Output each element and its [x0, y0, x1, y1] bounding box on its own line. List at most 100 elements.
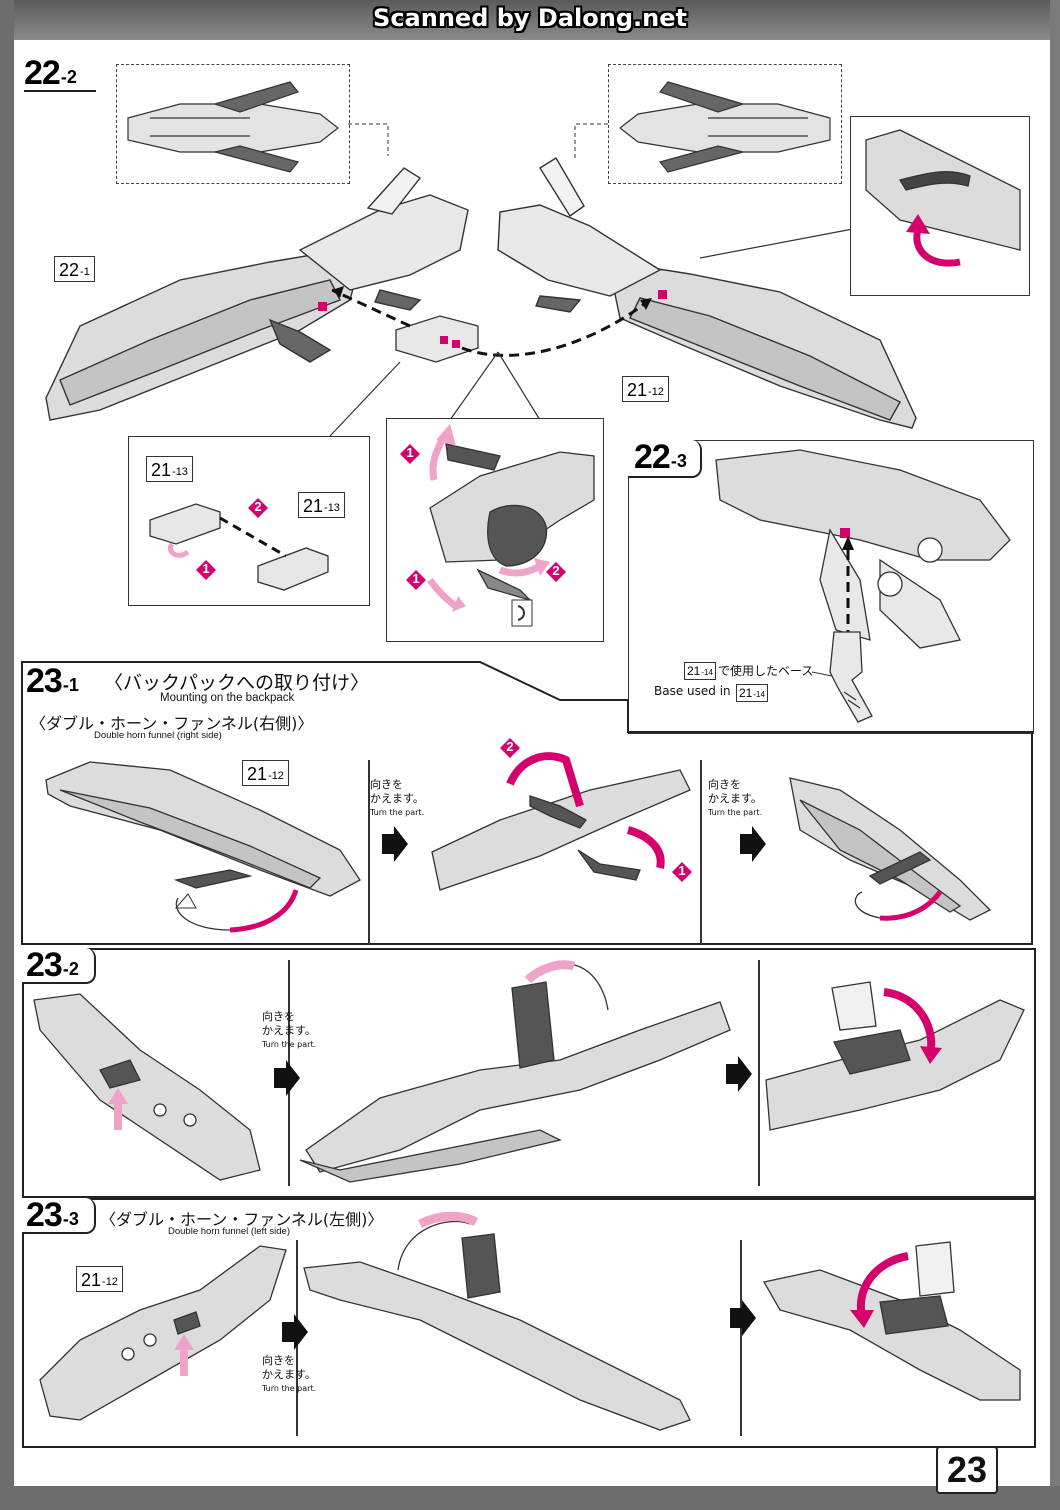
- ref-21-12-top: 21 -12: [622, 376, 669, 402]
- next-arrow-icon: [282, 1314, 308, 1350]
- marker-2-a: 2: [248, 498, 268, 518]
- ref-small: -12: [268, 770, 284, 782]
- step-number: 22: [634, 438, 671, 476]
- next-arrow-icon: [382, 826, 408, 862]
- scan-credit-watermark: Scanned by Dalong.net: [373, 4, 687, 32]
- step-number: 23: [26, 662, 63, 700]
- step-sub: -1: [62, 675, 79, 695]
- right-funnel-title-en: Double horn funnel (right side): [94, 730, 222, 741]
- ref-21-12-bottom: 21 -12: [76, 1266, 123, 1292]
- divider: [758, 960, 760, 1186]
- ref-small: -12: [102, 1276, 118, 1288]
- left-funnel-title-en: Double horn funnel (left side): [168, 1226, 290, 1237]
- turn-en: Turn the part.: [262, 1040, 317, 1049]
- turn-jp2: かえます。: [262, 1368, 316, 1381]
- base-note-jp: で使用したベース: [718, 664, 814, 678]
- scan-border-left: [0, 0, 14, 1510]
- inset-leader-right: [574, 123, 608, 160]
- next-arrow-icon: [730, 1300, 756, 1336]
- peg-mark-right: [658, 290, 667, 299]
- ref-21-13-left: 21 -13: [146, 456, 193, 482]
- next-arrow-icon: [274, 1060, 300, 1096]
- marker-1-a: 1: [196, 560, 216, 580]
- marker-1-b: 1: [400, 444, 420, 464]
- base-note-en: Base used in: [654, 684, 731, 698]
- turn-note-23-2: 向きを かえます。 Turn the part.: [262, 1010, 316, 1052]
- turn-en: Turn the part.: [262, 1384, 317, 1393]
- ref-21-14-b: 21 -14: [736, 684, 768, 702]
- divider: [368, 760, 370, 944]
- ref-big: 21: [739, 686, 753, 700]
- ref-21-14-a: 21 -14: [684, 662, 716, 680]
- step-sub: -3: [670, 451, 687, 471]
- funnel-part-22-1: [45, 167, 469, 421]
- ref-big: 21: [247, 764, 268, 784]
- turn-en: Turn the part.: [708, 808, 763, 817]
- ref-small: -1: [80, 266, 90, 278]
- connector-block: [395, 315, 479, 363]
- turn-jp2: かえます。: [262, 1024, 316, 1037]
- step-23-2-label: 23 -2: [26, 946, 79, 984]
- ref-21-13-right: 21 -13: [298, 492, 345, 518]
- step-number: 23: [26, 1196, 63, 1234]
- step-23-3-tab: [22, 1198, 96, 1234]
- right-funnel-title-jp: 〈ダブル・ホーン・ファンネル(右側)〉: [30, 714, 314, 733]
- divider: [740, 1240, 742, 1436]
- ref-21-12-mid: 21 -12: [242, 760, 289, 786]
- step-underline: [24, 90, 96, 92]
- ref-big: 21: [81, 1270, 102, 1290]
- inset-part-right: [619, 81, 831, 173]
- turn-jp1: 向きを: [708, 778, 741, 791]
- ref-small: -14: [701, 668, 713, 677]
- ref-small: -14: [753, 690, 765, 699]
- marker-1-d: 1: [672, 862, 692, 882]
- backpack-title-jp: 〈バックパックへの取り付け〉: [104, 672, 370, 694]
- assembly-dash-left: [331, 288, 411, 328]
- inset-part-left: [127, 81, 339, 173]
- page-number: 23: [936, 1446, 998, 1494]
- assembly-dash-right: [461, 296, 653, 357]
- peg-mark-left: [318, 302, 327, 311]
- turn-jp2: かえます。: [708, 792, 762, 805]
- peg-mark-22-3: [840, 528, 850, 538]
- marker-1-c: 1: [406, 570, 426, 590]
- ref-22-1: 22 -1: [54, 256, 95, 282]
- scan-border-right: [1050, 0, 1060, 1510]
- step-number: 23: [26, 946, 63, 984]
- ref-big: 21: [303, 496, 324, 516]
- marker-2-b: 2: [546, 562, 566, 582]
- turn-note-23-1-b: 向きを かえます。 Turn the part.: [708, 778, 762, 820]
- ref-small: -13: [324, 502, 340, 514]
- ref-big: 21: [627, 380, 648, 400]
- step-22-2-label: 22 -2: [24, 54, 77, 92]
- turn-jp1: 向きを: [370, 778, 403, 791]
- left-funnel-title-jp: 〈ダブル・ホーン・ファンネル(左側)〉: [100, 1210, 384, 1229]
- step-number: 22: [24, 54, 61, 92]
- step-sub: -3: [62, 1209, 79, 1229]
- step-22-3-tab: [628, 440, 702, 478]
- next-arrow-icon: [740, 826, 766, 862]
- turn-jp1: 向きを: [262, 1354, 295, 1367]
- step-23-3-label: 23 -3: [26, 1196, 79, 1234]
- backpack-title-en: Mounting on the backpack: [160, 692, 295, 704]
- funnel-part-21-12-top: [497, 157, 917, 429]
- scan-border-top: [0, 0, 1060, 40]
- turn-jp2: かえます。: [370, 792, 424, 805]
- divider: [700, 760, 702, 944]
- step-23-2-tab: [22, 948, 96, 984]
- step-sub: -2: [62, 959, 79, 979]
- marker-2-c: 2: [500, 738, 520, 758]
- step-sub: -2: [60, 67, 77, 87]
- next-arrow-icon: [726, 1056, 752, 1092]
- turn-en: Turn the part.: [370, 808, 425, 817]
